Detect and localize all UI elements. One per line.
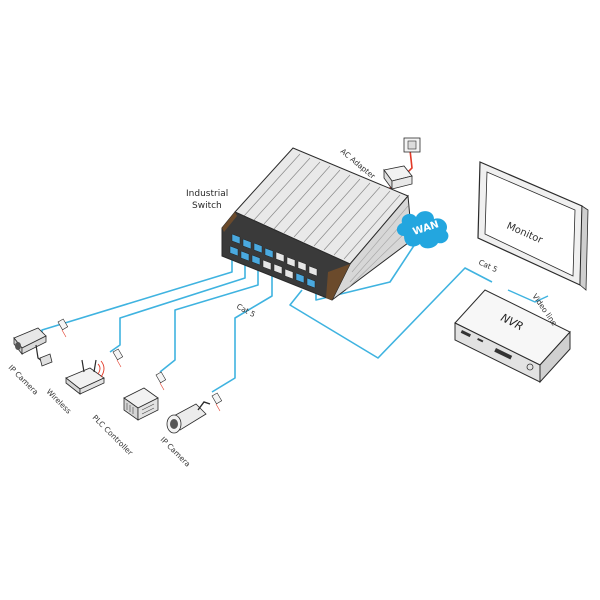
cable-wireless: [109, 258, 246, 353]
heatsink-fins: [243, 153, 401, 260]
ip-camera-bullet: IP Camera: [159, 401, 211, 469]
connector-wireless: [112, 348, 124, 368]
connector-ip-camera-left: [57, 318, 69, 338]
cat5-nvr-label: Cat 5: [477, 258, 499, 275]
industrial-switch: Industrial Switch: [186, 147, 413, 301]
ip-camera-bullet-label: IP Camera: [159, 435, 193, 469]
plc-controller: PLC Controller: [91, 387, 159, 458]
nvr-front-controls: [460, 330, 534, 371]
wall-plug: [403, 137, 421, 153]
connector-ip-camera-bullet: [211, 392, 223, 412]
plc-controller-label: PLC Controller: [91, 413, 136, 458]
switch-label-line2: Switch: [192, 201, 222, 211]
ip-camera-left-label: IP Camera: [7, 363, 41, 397]
switch-label-line1: Industrial: [186, 189, 228, 199]
switch-front-edge: [222, 212, 237, 232]
wan-cloud: WAN: [396, 211, 449, 249]
power-brick: [383, 165, 413, 191]
wireless-ap: Wireless: [45, 359, 105, 416]
port-row-lower: [229, 245, 316, 289]
port-row-upper: [231, 233, 318, 277]
cloud-icon: [396, 211, 449, 249]
nvr-side: [539, 330, 571, 384]
cable-plc: [159, 258, 259, 373]
monitor-screen: [484, 171, 576, 277]
cable-ip-camera-bullet: [211, 258, 273, 393]
cable-nvr: [289, 267, 493, 359]
video-line-cable: [507, 289, 549, 303]
wifi-signal-icon: [97, 360, 105, 378]
cable-ip-camera-left: [41, 258, 233, 338]
monitor: Monitor: [477, 161, 589, 291]
nvr: NVR: [454, 289, 571, 384]
ip-camera-left: IP Camera: [7, 327, 53, 397]
connector-plc: [155, 371, 167, 391]
rj45-connectors: [57, 318, 223, 412]
wireless-label: Wireless: [45, 387, 74, 416]
